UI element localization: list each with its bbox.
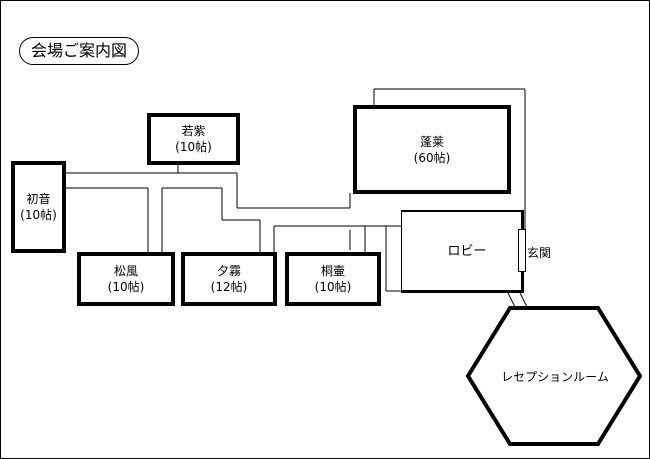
- room-name: 松風: [113, 264, 138, 278]
- room-capacity: (10帖): [175, 140, 212, 154]
- room-capacity: (10帖): [20, 208, 57, 222]
- lobby-label: ロビー: [447, 244, 487, 259]
- page-title: 会場ご案内図: [19, 37, 139, 65]
- room-matsukaze: 松風 (10帖): [77, 252, 175, 306]
- room-yugiri: 夕霧 (12帖): [181, 252, 277, 306]
- entrance-label: 玄関: [527, 246, 552, 260]
- room-capacity: (10帖): [314, 280, 352, 294]
- room-capacity: (10帖): [107, 280, 145, 294]
- room-capacity: (60帖): [413, 150, 451, 165]
- room-name: 蓬莱: [419, 134, 444, 149]
- room-name: 初音: [26, 192, 51, 206]
- room-name: 夕霧: [216, 264, 241, 278]
- reception-room-hexagon: [465, 306, 643, 446]
- room-capacity: (12帖): [210, 280, 248, 294]
- entrance-door: [518, 229, 526, 272]
- room-kiritsubo: 桐壷 (10帖): [285, 252, 381, 306]
- room-hatsune: 初音 (10帖): [11, 161, 66, 253]
- reception-room-label: レセプションルーム: [501, 370, 609, 384]
- room-name: 若紫: [181, 124, 206, 138]
- room-horai: 蓬莱 (60帖): [353, 105, 511, 194]
- room-wakamurasaki: 若紫 (10帖): [147, 113, 240, 165]
- room-name: 桐壷: [320, 264, 345, 278]
